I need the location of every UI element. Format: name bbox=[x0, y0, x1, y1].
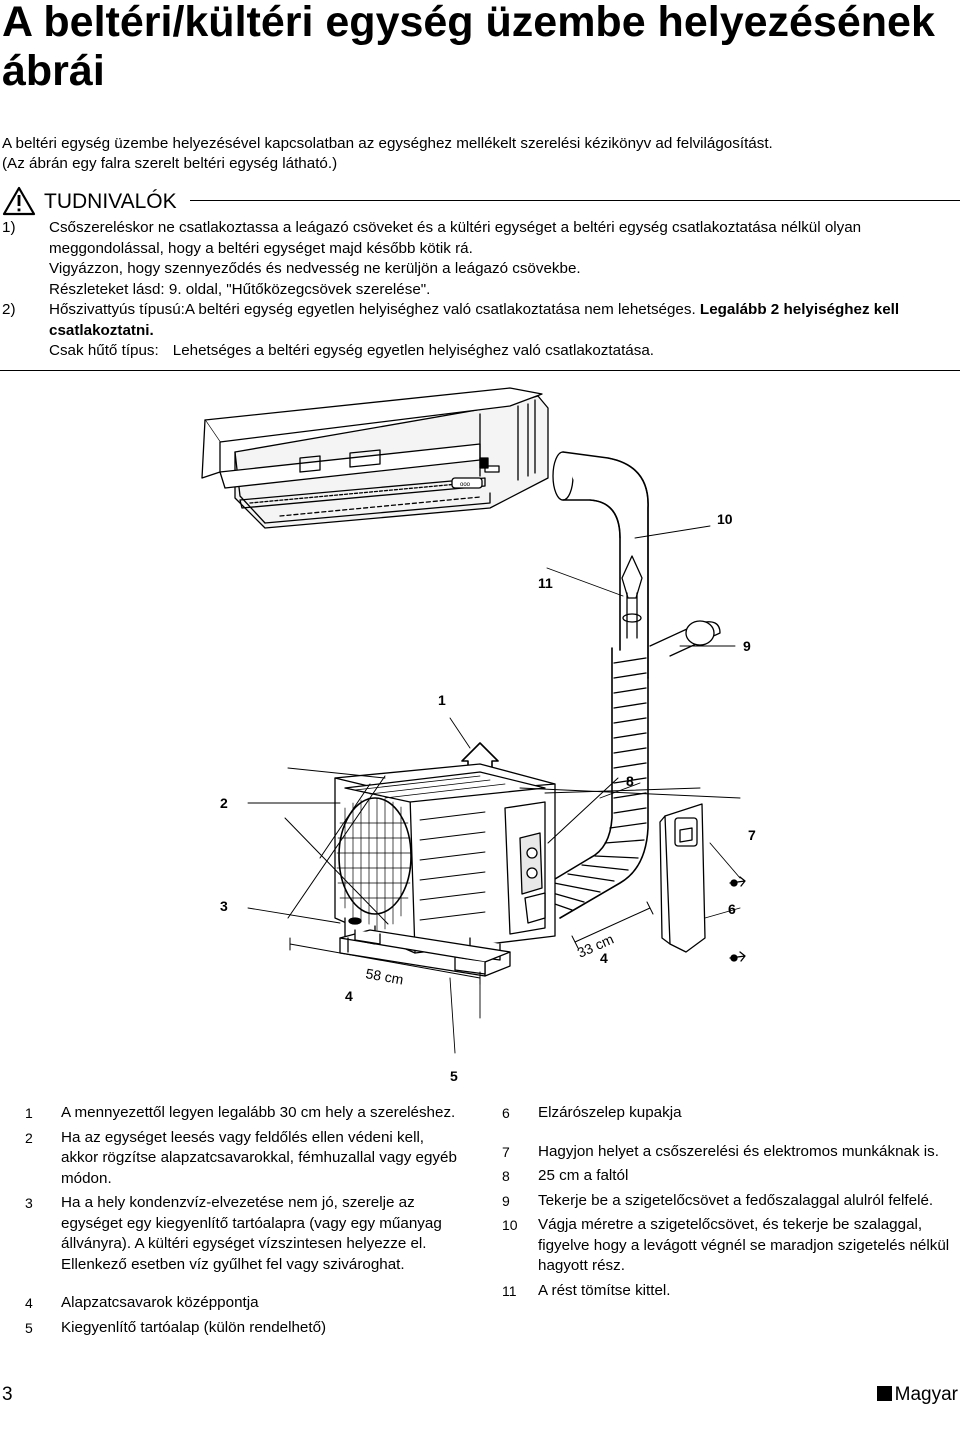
callout-3: 3 bbox=[220, 898, 228, 914]
dimension-lines bbox=[284, 767, 741, 985]
leader-lines bbox=[247, 525, 741, 1054]
outdoor-unit bbox=[334, 763, 556, 961]
warning-body: 1) Csőszereléskor ne csatlakoztassa a le… bbox=[2, 218, 952, 362]
warning-item-2-cooling-text: Lehetséges a beltéri egység egyetlen hel… bbox=[172, 342, 654, 359]
language-label: Magyar bbox=[876, 1384, 958, 1406]
legend-item-7: 7 Hagyjon helyet a csőszerelési és elektr… bbox=[502, 1142, 952, 1163]
language-text: Magyar bbox=[894, 1384, 958, 1405]
installation-diagram: ooo bbox=[201, 387, 756, 1084]
warning-item-1-text-a: Csőszereléskor ne csatlakoztassa a leága… bbox=[49, 219, 862, 257]
legend-text: Elzárószelep kupakja bbox=[538, 1104, 682, 1121]
legend-text: 25 cm a faltól bbox=[538, 1167, 629, 1184]
intro-text: A beltéri egység üzembe helyezésével kap… bbox=[2, 134, 952, 174]
warning-item-2: 2) Hőszivattyús típusú:A beltéri egység … bbox=[2, 300, 952, 362]
callout-1: 1 bbox=[438, 692, 446, 708]
callout-7: 7 bbox=[748, 827, 756, 843]
language-square-icon bbox=[876, 1386, 892, 1401]
legend-text: Ha az egységet leesés vagy feldőlés elle… bbox=[61, 1128, 457, 1187]
legend-item-8: 8 25 cm a faltól bbox=[502, 1166, 952, 1187]
warning-item-1: 1) Csőszereléskor ne csatlakoztassa a le… bbox=[2, 218, 952, 300]
warning-item-2-text-a: Hőszivattyús típusú:A beltéri egység egy… bbox=[49, 300, 952, 341]
legend-item-2: 2 Ha az egységet leesés vagy feldőlés ell… bbox=[25, 1128, 465, 1190]
callout-11: 11 bbox=[538, 575, 553, 591]
legend-item-5: 5 Kiegyenlítő tartóalap (külön rendelhető… bbox=[25, 1318, 465, 1339]
warning-header: TUDNIVALÓK bbox=[2, 186, 960, 216]
section-divider bbox=[0, 370, 960, 371]
legend-item-10: 10 Vágja méretre a szigetelőcsövet, és te… bbox=[502, 1215, 952, 1277]
callout-10: 10 bbox=[717, 511, 733, 527]
callout-9: 9 bbox=[743, 638, 751, 654]
callout-5: 5 bbox=[450, 1068, 458, 1084]
callout-2: 2 bbox=[220, 795, 228, 811]
warning-item-2-text-c: Csak hűtő típus: Lehetséges a beltéri egy… bbox=[49, 341, 952, 362]
legend-number: 6 bbox=[502, 1105, 510, 1121]
legend-number: 11 bbox=[502, 1282, 517, 1299]
warning-item-1-text-c: Részleteket lásd: 9. oldal, "Hűtőközegcs… bbox=[49, 280, 431, 298]
callout-4-right: 4 bbox=[600, 950, 608, 966]
dimension-58cm: 58 cm bbox=[364, 965, 404, 987]
legend-text: Tekerje be a szigetelőcsövet a fedőszala… bbox=[538, 1191, 934, 1209]
legend-text: A rést tömítse kittel. bbox=[538, 1281, 671, 1299]
legend-item-6: 6 Elzárószelep kupakja bbox=[502, 1103, 952, 1124]
legend-text: Alapzatcsavarok középpontja bbox=[61, 1294, 259, 1311]
legend-number: 7 bbox=[502, 1143, 510, 1160]
legend-text: Hagyjon helyet a csőszerelési és elektro… bbox=[538, 1142, 939, 1160]
legend-text: Ha a hely kondenzvíz-elvezetése nem jó, … bbox=[61, 1194, 442, 1273]
legend-number: 10 bbox=[502, 1217, 518, 1233]
indoor-label: ooo bbox=[460, 482, 471, 488]
intro-line-1: A beltéri egység üzembe helyezésével kap… bbox=[2, 135, 773, 152]
legend-item-9: 9 Tekerje be a szigetelőcsövet a fedőszal… bbox=[502, 1191, 952, 1212]
legend-number: 5 bbox=[25, 1319, 33, 1336]
warning-rule bbox=[190, 200, 960, 201]
legend-left: 1 A mennyezettől legyen legalább 30 cm he… bbox=[25, 1103, 465, 1342]
legend-item-4: 4 Alapzatcsavarok középpontja bbox=[25, 1293, 465, 1314]
legend-right: 6 Elzárószelep kupakja 7 Hagyjon helyet a … bbox=[502, 1103, 952, 1305]
pipe-assembly bbox=[531, 451, 721, 919]
warning-item-1-number: 1) bbox=[2, 219, 16, 236]
legend-number: 1 bbox=[25, 1105, 33, 1121]
legend-number: 9 bbox=[502, 1192, 510, 1209]
legend-text: Vágja méretre a szigetelőcsövet, és teke… bbox=[538, 1216, 950, 1274]
warning-title: TUDNIVALÓK bbox=[44, 190, 177, 213]
legend-number: 8 bbox=[502, 1168, 510, 1184]
legend-item-11: 11 A rést tömítse kittel. bbox=[502, 1281, 952, 1302]
warning-item-1-text-b: Vigyázzon, hogy szennyeződés és nedvessé… bbox=[49, 260, 581, 277]
legend-text: A mennyezettől legyen legalább 30 cm hel… bbox=[61, 1104, 456, 1121]
legend-number: 4 bbox=[25, 1295, 33, 1311]
callout-8: 8 bbox=[626, 773, 634, 789]
callout-6: 6 bbox=[728, 901, 736, 917]
service-cover bbox=[659, 803, 746, 962]
warning-item-2-bold-end: . bbox=[149, 321, 154, 339]
indoor-unit: ooo bbox=[201, 387, 549, 529]
warning-item-2-label: Csak hűtő típus: bbox=[49, 342, 159, 359]
legend-item-1: 1 A mennyezettől legyen legalább 30 cm he… bbox=[25, 1103, 465, 1124]
warning-triangle-icon bbox=[2, 186, 36, 216]
legend-item-3: 3 Ha a hely kondenzvíz-elvezetése nem jó,… bbox=[25, 1193, 465, 1275]
page-number: 3 bbox=[2, 1384, 13, 1405]
page-title: A beltéri/kültéri egység üzembe helyezés… bbox=[2, 0, 935, 95]
callout-4-left: 4 bbox=[345, 988, 353, 1004]
intro-line-2: (Az ábrán egy falra szerelt beltéri egys… bbox=[2, 155, 338, 172]
legend-number: 3 bbox=[25, 1195, 33, 1211]
legend-number: 2 bbox=[25, 1129, 33, 1146]
warning-item-2-number: 2) bbox=[2, 301, 16, 318]
warning-item-2-bold: Legalább 2 helyiséghez kell csatlakoztat… bbox=[49, 301, 900, 339]
legend-text: Kiegyenlítő tartóalap (külön rendelhető) bbox=[61, 1318, 327, 1336]
dimension-33cm: 33 cm bbox=[575, 931, 616, 961]
warning-item-2-text: Hőszivattyús típusú:A beltéri egység egy… bbox=[49, 301, 696, 318]
leveling-bracket bbox=[339, 929, 511, 977]
